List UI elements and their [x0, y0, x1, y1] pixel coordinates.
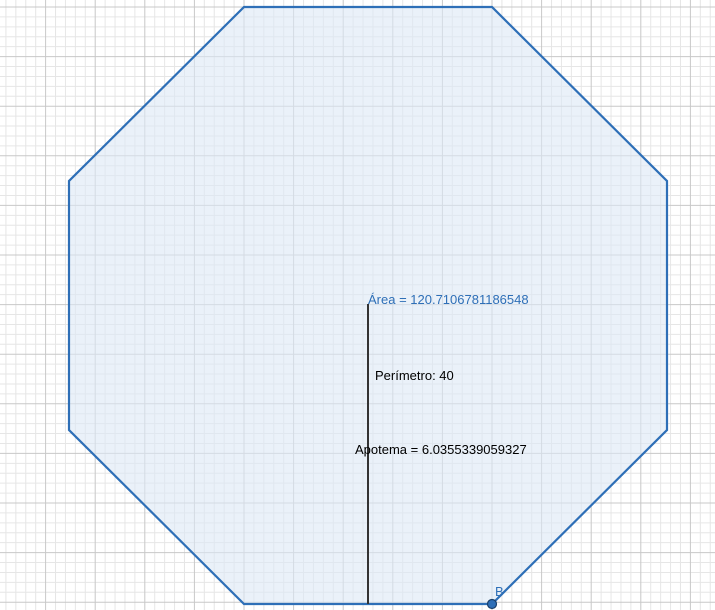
perimeter-label: Perímetro: 40	[375, 368, 454, 383]
point-b[interactable]	[486, 598, 498, 610]
area-label: Área = 120.7106781186548	[368, 292, 529, 307]
point-b-label: B	[495, 584, 504, 599]
apothem-label: Apotema = 6.0355339059327	[355, 442, 527, 457]
